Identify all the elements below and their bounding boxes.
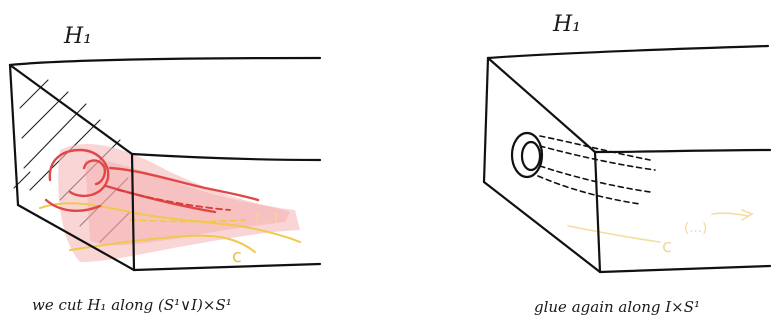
- left-curve-label: c: [232, 246, 242, 267]
- right-dots-label: (…): [684, 221, 707, 236]
- right-title: H₁: [552, 12, 581, 37]
- right-tube: [510, 131, 656, 205]
- right-panel: H₁ (…) c glue again along: [482, 12, 772, 316]
- left-box-outline: [8, 56, 322, 272]
- right-yellow-curve: [567, 209, 754, 243]
- right-box-outline: [482, 44, 772, 274]
- left-dots-label: (…): [255, 211, 278, 226]
- left-panel: H₁: [8, 24, 322, 314]
- right-curve-label: c: [662, 236, 672, 257]
- left-caption: we cut H₁ along (S¹∨I)×S¹: [32, 296, 232, 314]
- left-title: H₁: [63, 24, 92, 49]
- right-caption: glue again along I×S¹: [534, 298, 700, 316]
- left-red-loop: [44, 148, 260, 214]
- left-yellow-curve: [39, 202, 301, 253]
